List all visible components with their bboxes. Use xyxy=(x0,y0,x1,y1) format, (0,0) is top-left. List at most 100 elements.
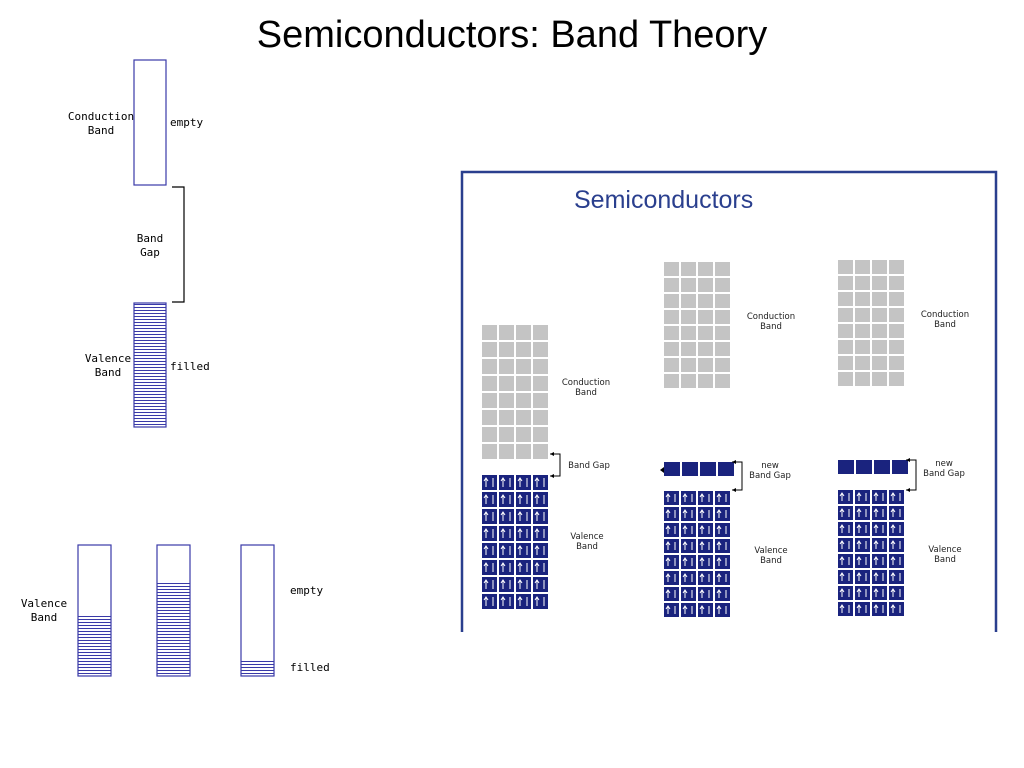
col2-conduction-cell xyxy=(698,326,713,340)
col1-conduction-cell xyxy=(499,376,514,391)
col3-conduction-cell xyxy=(855,276,870,290)
col3-gap-line1: new xyxy=(935,459,953,469)
col3-valence-cell xyxy=(889,506,904,520)
col2-valence-electron-pair xyxy=(699,509,710,518)
col3-valence-electron-pair xyxy=(839,524,850,533)
filling-valence-line1: Valence xyxy=(20,597,68,610)
col3-valence-electron-pair xyxy=(890,556,901,565)
col1-valence-electron-pair xyxy=(500,494,511,504)
col2-valence-cell xyxy=(715,555,730,569)
col2-valence-electron-pair xyxy=(716,541,727,550)
col3-valence-electron-pair xyxy=(873,524,884,533)
col2-valence-cell xyxy=(664,491,679,505)
col2-conduction-cell xyxy=(681,342,696,356)
col3-valence-electron-pair xyxy=(856,508,867,517)
col3-conduction-cell xyxy=(889,324,904,338)
col3-valence-cell xyxy=(872,506,887,520)
filling-valence-label: Valence Band xyxy=(16,597,72,625)
col1-conduction-cell xyxy=(516,427,531,442)
col3-valence-electron-pair xyxy=(890,572,901,581)
col3-valence-cell xyxy=(838,570,853,584)
col3-conduction-label: Conduction Band xyxy=(916,310,974,330)
col2-conduction-cell xyxy=(698,358,713,372)
col2-valence-cell xyxy=(715,603,730,617)
col1-conduction-cell xyxy=(499,444,514,459)
col3-valence-electron-pair xyxy=(890,588,901,597)
col3-valence-electron-pair xyxy=(890,604,901,613)
col1-conduction-cell xyxy=(482,359,497,374)
col1-conduction-cell xyxy=(499,325,514,340)
col2-valence-cell xyxy=(715,539,730,553)
col2-valence-cell xyxy=(698,555,713,569)
col3-conduction-cell xyxy=(872,260,887,274)
col1-conduction-cell xyxy=(499,342,514,357)
col1-valence-electron-pair xyxy=(517,545,528,555)
col1-valence-electron-pair xyxy=(534,494,545,504)
col2-valence-electron-pair xyxy=(716,557,727,566)
col3-new-band-cell xyxy=(856,460,872,474)
col3-valence-cell xyxy=(855,586,870,600)
col1-valence-cell xyxy=(482,492,497,507)
col2-valence-electron-pair xyxy=(665,525,676,534)
col2-conduction-cell xyxy=(681,374,696,388)
col3-valence-electron-pair xyxy=(839,492,850,501)
col2-conduction-cell xyxy=(715,326,730,340)
col1-valence-cell xyxy=(516,526,531,541)
col1-valence-electron-pair xyxy=(500,528,511,538)
bar-fill-3 xyxy=(241,660,274,676)
col3-valence-electron-pair xyxy=(873,556,884,565)
col1-valence-electron-pair xyxy=(483,562,494,572)
col2-valence-electron-pair xyxy=(716,509,727,518)
col2-conduction-cell xyxy=(664,374,679,388)
col3-conduction-cell xyxy=(838,260,853,274)
col3-valence-electron-pair xyxy=(873,604,884,613)
col1-valence-electron-pair xyxy=(517,528,528,538)
panel-title: Semiconductors xyxy=(574,186,754,214)
col1-valence-cell xyxy=(482,560,497,575)
col1-conduction-label: Conduction Band xyxy=(558,378,614,398)
gap-label-line2: Gap xyxy=(140,246,160,259)
col3-valence-electron-pair xyxy=(890,540,901,549)
col1-conduction-cell xyxy=(516,410,531,425)
col2-valence-cell xyxy=(698,523,713,537)
col2-valence-cell xyxy=(681,491,696,505)
col2-new-band-cell xyxy=(700,462,716,476)
col3-valence-electron-pair xyxy=(856,492,867,501)
col3-conduction-cell xyxy=(855,308,870,322)
col2-valence-cell xyxy=(664,523,679,537)
col1-conduction-cell xyxy=(533,393,548,408)
col2-valence-electron-pair xyxy=(665,605,676,614)
col2-new-band-cell xyxy=(682,462,698,476)
col1-valence-line1: Valence xyxy=(570,532,604,542)
col2-new-band-cell xyxy=(718,462,734,476)
col2-conduction-cell xyxy=(698,294,713,308)
band-gap-label: Band Gap xyxy=(128,232,172,260)
col1-valence-cell xyxy=(482,594,497,609)
col2-conduction-cell xyxy=(664,278,679,292)
col3-conduction-cell xyxy=(889,308,904,322)
col2-conduction-cell xyxy=(664,326,679,340)
col3-conduction-cell xyxy=(838,372,853,386)
col1-valence-cell xyxy=(533,594,548,609)
col3-valence-cell xyxy=(872,586,887,600)
col1-valence-line2: Band xyxy=(576,542,598,552)
col2-valence-cell xyxy=(715,523,730,537)
col3-valence-cell xyxy=(889,522,904,536)
col2-valence-cell xyxy=(715,571,730,585)
col1-valence-electron-pair xyxy=(534,528,545,538)
col1-valence-cell xyxy=(499,560,514,575)
col3-valence-cell xyxy=(838,602,853,616)
col1-valence-electron-pair xyxy=(517,596,528,606)
valence-band-label: Valence Band xyxy=(80,352,136,380)
col1-conduction-cell xyxy=(533,444,548,459)
col1-valence-electron-pair xyxy=(517,477,528,487)
col1-valence-electron-pair xyxy=(483,494,494,504)
col3-valence-electron-pair xyxy=(873,572,884,581)
col3-valence-electron-pair xyxy=(873,492,884,501)
col2-conduction-label: Conduction Band xyxy=(742,312,800,332)
col3-conduction-cell xyxy=(889,292,904,306)
col2-valence-electron-pair xyxy=(699,605,710,614)
col3-valence-cell xyxy=(838,490,853,504)
col1-valence-cell xyxy=(499,577,514,592)
col3-conduction-cell xyxy=(838,308,853,322)
